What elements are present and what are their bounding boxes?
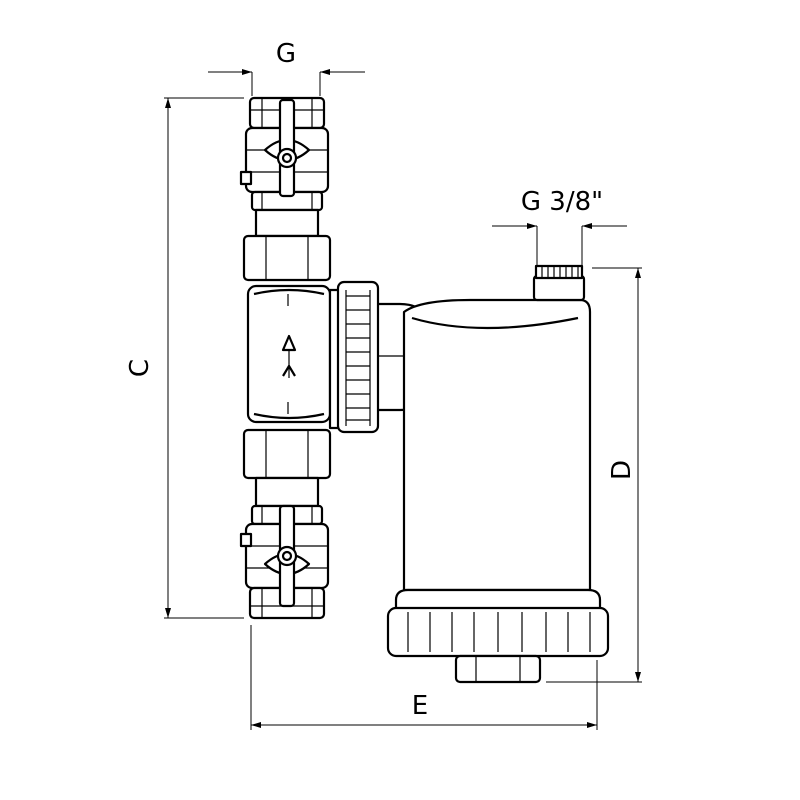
top-ball-valve — [239, 96, 330, 212]
dimension-g-top: G — [208, 39, 365, 96]
dim-label-g-3-8: G 3/8" — [521, 187, 603, 217]
dimension-g-side-port: G 3/8" — [492, 187, 627, 266]
dim-label-c: C — [125, 359, 155, 377]
filter-tee-body — [246, 284, 332, 424]
dim-label-e: E — [412, 691, 428, 721]
lower-pipe — [254, 476, 320, 508]
drain-cap — [454, 654, 542, 684]
bottom-ring-nut — [386, 588, 610, 658]
dimension-c: C — [125, 97, 244, 619]
ring-nut — [336, 280, 380, 434]
lower-union-nut — [242, 428, 332, 480]
dim-label-g: G — [276, 39, 296, 69]
canister-body — [402, 298, 592, 592]
drain-port — [532, 264, 586, 302]
dimension-d: D — [546, 267, 642, 683]
upper-union-nut — [242, 234, 332, 282]
bottom-ball-valve — [239, 504, 330, 620]
upper-pipe — [254, 208, 320, 238]
dimension-e: E — [250, 625, 598, 730]
flow-arrow-icon — [281, 334, 297, 378]
dim-label-d: D — [607, 460, 637, 480]
